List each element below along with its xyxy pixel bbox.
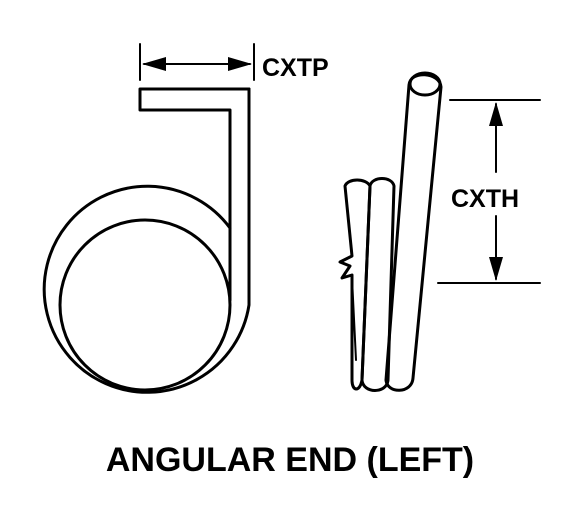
outer-coil [42,87,251,394]
cxtp-dimension: CXTP [139,43,329,82]
back-coil [338,178,372,391]
cxth-arrow-bottom [489,257,503,281]
cxtp-arrow-right [228,57,252,71]
cxtp-label: CXTP [262,54,329,82]
middle-coil [360,177,396,392]
cxth-label: CXTH [451,185,519,213]
cxtp-arrow-left [142,57,166,71]
end-tab [138,87,251,302]
inner-coil [58,218,232,392]
spring-side-view [338,71,443,392]
end-leg-tip [408,71,442,97]
cxth-dimension: CXTH [437,99,541,284]
back-coil-shading [351,277,357,361]
diagram-caption: ANGULAR END (LEFT) [106,441,474,479]
spring-front-view [42,87,251,394]
end-leg [384,73,443,392]
cxth-arrow-top [489,102,503,126]
